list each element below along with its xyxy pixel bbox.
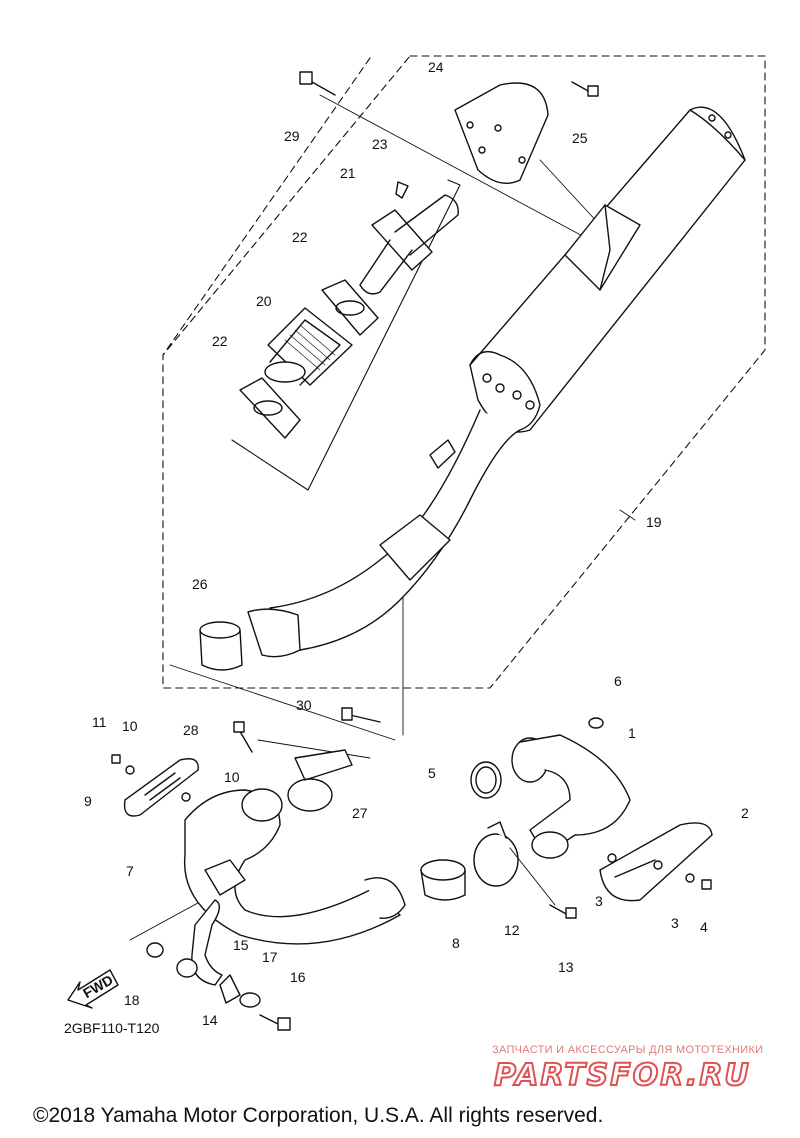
callout-8: 8 bbox=[452, 935, 460, 951]
callout-3a: 3 bbox=[595, 893, 603, 909]
mid-pipe bbox=[247, 409, 521, 658]
callout-1: 1 bbox=[628, 725, 636, 741]
gasket-22-lower bbox=[239, 377, 301, 439]
callout-5: 5 bbox=[428, 765, 436, 781]
sleeve-8 bbox=[420, 859, 466, 901]
fwd-arrow-icon bbox=[67, 969, 119, 1009]
muffler-body bbox=[469, 106, 746, 433]
hardware-small-parts bbox=[111, 707, 712, 919]
callout-6: 6 bbox=[614, 673, 622, 689]
inner-pipe-21 bbox=[359, 194, 459, 295]
sleeve-26 bbox=[199, 621, 243, 671]
callout-15: 15 bbox=[233, 937, 249, 953]
joint-pipe-1 bbox=[511, 734, 631, 859]
clamp-27 bbox=[287, 749, 353, 812]
callout-29: 29 bbox=[284, 128, 300, 144]
silencer-core-20 bbox=[264, 307, 353, 386]
callout-13: 13 bbox=[558, 959, 574, 975]
callout-10b: 10 bbox=[224, 769, 240, 785]
callout-24: 24 bbox=[428, 59, 444, 75]
watermark-logo: PARTSFOR.RU bbox=[493, 1057, 751, 1094]
heat-guard-9 bbox=[123, 758, 199, 817]
watermark-tagline: ЗАПЧАСТИ И АКСЕССУАРЫ ДЛЯ МОТОТЕХНИКИ bbox=[492, 1044, 764, 1056]
callout-16: 16 bbox=[290, 969, 306, 985]
callout-3b: 3 bbox=[671, 915, 679, 931]
clamp-12 bbox=[473, 821, 519, 887]
callout-27: 27 bbox=[352, 805, 368, 821]
callout-21: 21 bbox=[340, 165, 356, 181]
callout-28: 28 bbox=[183, 722, 199, 738]
callout-9: 9 bbox=[84, 793, 92, 809]
bolt-25 bbox=[571, 81, 599, 97]
callout-11: 11 bbox=[92, 714, 107, 730]
callout-23: 23 bbox=[372, 136, 388, 152]
callout-12: 12 bbox=[504, 922, 520, 938]
callout-10a: 10 bbox=[122, 718, 138, 734]
gasket-22-upper bbox=[321, 279, 379, 336]
bracket-14 bbox=[146, 899, 291, 1031]
callout-14: 14 bbox=[202, 1012, 218, 1028]
gasket-5 bbox=[470, 761, 502, 799]
callout-26: 26 bbox=[192, 576, 208, 592]
bolt-29 bbox=[299, 71, 336, 96]
bolt-23 bbox=[395, 181, 409, 199]
callout-4: 4 bbox=[700, 919, 708, 935]
callout-30: 30 bbox=[296, 697, 312, 713]
heat-guard-2 bbox=[599, 822, 713, 902]
callout-7: 7 bbox=[126, 863, 134, 879]
end-cap-24 bbox=[454, 82, 549, 184]
callout-20: 20 bbox=[256, 293, 272, 309]
callout-19: 19 bbox=[646, 514, 662, 530]
callout-18: 18 bbox=[124, 992, 140, 1008]
header-pipe-7 bbox=[183, 788, 406, 945]
callout-22a: 22 bbox=[292, 229, 308, 245]
callout-17: 17 bbox=[262, 949, 278, 965]
inner-parts-outline bbox=[162, 57, 371, 356]
callout-22b: 22 bbox=[212, 333, 228, 349]
callout-2: 2 bbox=[741, 805, 749, 821]
copyright-notice: ©2018 Yamaha Motor Corporation, U.S.A. A… bbox=[33, 1104, 604, 1127]
callout-25: 25 bbox=[572, 130, 588, 146]
diagram-code: 2GBF110-T120 bbox=[64, 1020, 160, 1036]
